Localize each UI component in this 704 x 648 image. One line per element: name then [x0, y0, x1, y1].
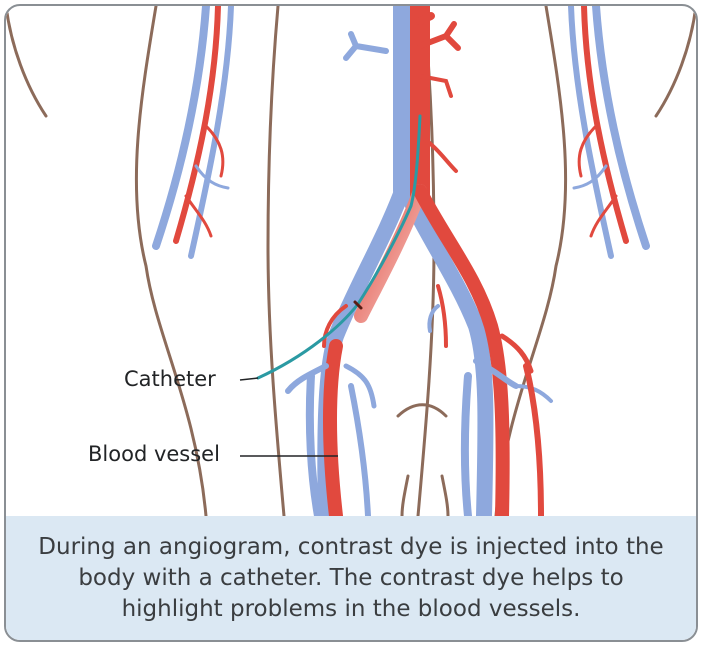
figure-card: Catheter Blood vessel During an angiogra… — [4, 4, 698, 642]
aorta — [330, 6, 503, 516]
catheter-label: Catheter — [124, 367, 216, 391]
catheter-leader-line — [240, 378, 258, 380]
left-arm-vessels — [156, 6, 231, 256]
caption-text: During an angiogram, contrast dye is inj… — [31, 532, 671, 625]
right-arm-vessels — [571, 6, 646, 256]
blood-vessel-label: Blood vessel — [88, 442, 220, 466]
caption-box: During an angiogram, contrast dye is inj… — [6, 516, 696, 640]
angiogram-illustration — [6, 6, 696, 516]
